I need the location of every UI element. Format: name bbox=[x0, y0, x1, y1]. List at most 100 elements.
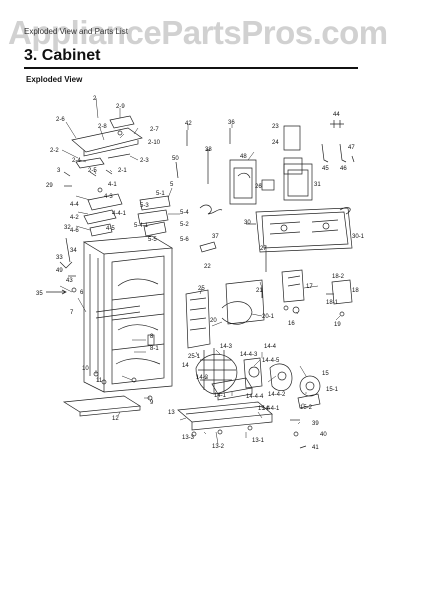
part-label: 41 bbox=[312, 445, 319, 451]
part-label: 48 bbox=[240, 154, 247, 160]
part-label: 43 bbox=[66, 278, 73, 284]
part-label: 14-4-4 bbox=[246, 394, 264, 400]
part-label: 42 bbox=[185, 121, 192, 127]
part-label: 13-3 bbox=[182, 435, 195, 441]
part-label: 14-1 bbox=[214, 393, 227, 399]
section-title: 3. Cabinet bbox=[24, 47, 101, 64]
part-label: 46 bbox=[340, 166, 347, 172]
part-label: 3 bbox=[57, 168, 61, 174]
part-label: 25-1 bbox=[188, 354, 201, 360]
part-label: 31 bbox=[314, 182, 321, 188]
part-label: 5-2 bbox=[180, 222, 189, 228]
part-label: 4-2 bbox=[70, 215, 79, 221]
part-label: 2-7 bbox=[150, 127, 159, 133]
part-label: 14-4-1 bbox=[262, 406, 280, 412]
part-label: 25 bbox=[198, 286, 205, 292]
part-label: 18-2 bbox=[332, 274, 345, 280]
part-label: 12 bbox=[112, 416, 119, 422]
part-label: 22 bbox=[204, 264, 211, 270]
middle-right-parts bbox=[199, 204, 353, 317]
base-assembly bbox=[62, 371, 153, 417]
evaporator-cover bbox=[246, 207, 353, 253]
part-label: 11 bbox=[96, 378, 103, 384]
hinge-bracket-assembly bbox=[71, 115, 143, 177]
part-label: 5-4 bbox=[180, 210, 189, 216]
part-label: 39 bbox=[312, 421, 319, 427]
part-label: 4-5 bbox=[106, 226, 115, 232]
part-label: 2-2 bbox=[50, 148, 59, 154]
part-label: 14-4 bbox=[264, 344, 277, 350]
part-label: 4-3 bbox=[104, 194, 113, 200]
part-label: 2-4 bbox=[72, 158, 81, 164]
part-label: 5-1 bbox=[156, 191, 165, 197]
part-label: 35 bbox=[36, 291, 43, 297]
right-bottom-parts bbox=[290, 419, 307, 449]
part-label: 13-1 bbox=[252, 438, 265, 444]
part-label: 10 bbox=[82, 366, 89, 372]
part-label: 5-5 bbox=[148, 237, 157, 243]
part-label: 8-1 bbox=[150, 346, 159, 352]
part-label: 5-4-1 bbox=[134, 223, 149, 229]
exploded-view-title: Exploded View bbox=[26, 75, 83, 84]
part-label: 2-1 bbox=[118, 168, 127, 174]
part-label: 45 bbox=[322, 166, 329, 172]
part-label: 15 bbox=[322, 371, 329, 377]
part-label: 15-4 bbox=[258, 406, 271, 412]
part-label: 2-9 bbox=[116, 104, 125, 110]
part-label: 2-3 bbox=[140, 158, 149, 164]
part-label: 40 bbox=[320, 432, 327, 438]
part-label: 14 bbox=[182, 363, 189, 369]
part-label: 5-6 bbox=[180, 237, 189, 243]
part-label: 24 bbox=[272, 140, 279, 146]
part-label: 5-3 bbox=[140, 203, 149, 209]
part-label: 2 bbox=[93, 96, 97, 102]
part-label: 21 bbox=[256, 288, 263, 294]
part-label: 15-2 bbox=[300, 405, 313, 411]
part-label: 36 bbox=[228, 120, 235, 126]
part-label: 14-4-3 bbox=[240, 352, 258, 358]
part-label: 14-3 bbox=[220, 344, 233, 350]
part-label: 34 bbox=[70, 248, 77, 254]
fan-motor-assembly bbox=[195, 348, 293, 401]
part-label: 27 bbox=[260, 246, 267, 252]
part-label: 15-1 bbox=[326, 387, 339, 393]
part-label: 29 bbox=[46, 183, 53, 189]
part-label: 9 bbox=[150, 400, 154, 406]
part-label: 18-1 bbox=[326, 300, 339, 306]
part-label: 47 bbox=[348, 145, 355, 151]
part-label: 6 bbox=[80, 290, 84, 296]
part-label: 32 bbox=[64, 225, 71, 231]
part-label: 4-1 bbox=[108, 182, 117, 188]
part-label: 13 bbox=[168, 410, 175, 416]
part-label: 8 bbox=[150, 334, 154, 340]
part-label: 18 bbox=[352, 288, 359, 294]
leader-lines bbox=[59, 97, 341, 445]
center-hinge-area bbox=[83, 187, 171, 237]
part-label: 20 bbox=[210, 318, 217, 324]
section-header: Exploded View and Parts List bbox=[24, 27, 128, 36]
part-label: 16 bbox=[288, 321, 295, 327]
part-labels: 2 2-9 2-6 2-8 2-7 2-10 2-2 2-4 2-3 2-5 2… bbox=[36, 96, 365, 451]
part-label: 20-1 bbox=[262, 314, 275, 320]
part-label: 14-2 bbox=[196, 375, 209, 381]
title-rule bbox=[24, 67, 358, 69]
part-label: 5 bbox=[170, 182, 174, 188]
part-label: 17 bbox=[306, 284, 313, 290]
left-small-parts bbox=[46, 171, 77, 295]
part-label: 4-6 bbox=[70, 228, 79, 234]
part-label: 14-4-2 bbox=[268, 392, 286, 398]
part-label: 19 bbox=[334, 322, 341, 328]
part-label: 4-4-1 bbox=[112, 211, 127, 217]
part-label: 26 bbox=[255, 184, 262, 190]
part-label: 30-1 bbox=[352, 234, 365, 240]
part-label: 30 bbox=[244, 220, 251, 226]
part-label: 38 bbox=[205, 147, 212, 153]
part-label: 2-5 bbox=[88, 168, 97, 174]
part-label: 44 bbox=[333, 112, 340, 118]
refrigerator-cabinet bbox=[82, 235, 174, 393]
part-label: 50 bbox=[172, 156, 179, 162]
bottom-tray bbox=[177, 401, 273, 437]
part-label: 14-4-5 bbox=[262, 358, 280, 364]
upper-right-components bbox=[175, 120, 355, 205]
part-label: 13-2 bbox=[212, 444, 225, 450]
